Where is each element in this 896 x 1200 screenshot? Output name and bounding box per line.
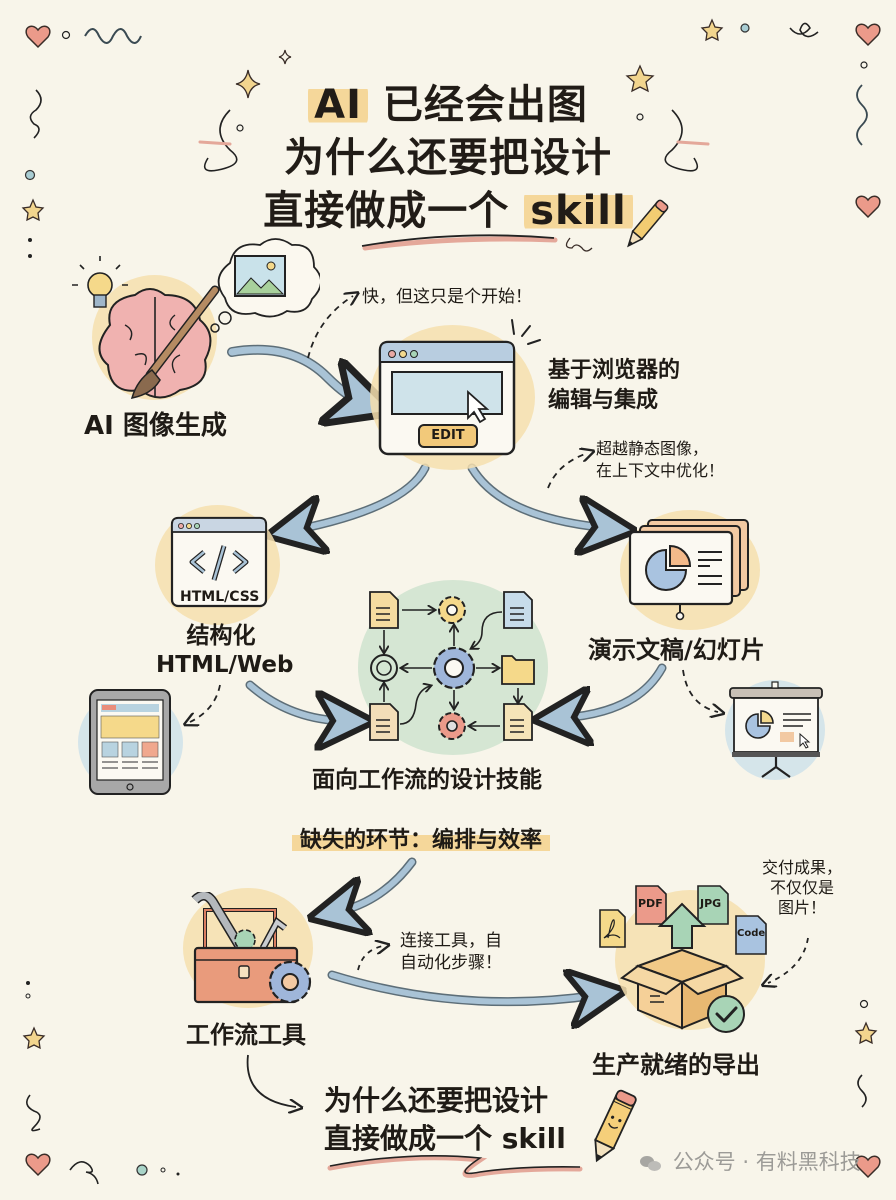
star-icon [21,198,45,222]
workflow-network-icon [369,591,535,741]
footer-question: 为什么还要把设计 直接做成一个 skill [324,1082,566,1158]
html-css-badge: HTML/CSS [180,589,260,605]
note-fast: 快，但这只是个开始！ [362,287,532,307]
heart-icon [25,25,51,49]
note-deliver: 交付成果， 不仅仅是 图片！ [762,858,842,918]
note-deliver-line1: 交付成果， [762,858,843,877]
edit-button[interactable]: EDIT [418,424,478,448]
slide-deck-icon [628,519,749,621]
note-beyond-line1: 超越静态图像， [596,439,709,458]
note-deliver-line3: 图片！ [778,898,827,917]
pencil-icon [627,199,669,248]
star-icon [700,18,724,42]
node-html-label: 结构化 HTML/Web [156,622,294,680]
missing-link-heading: 缺失的环节：编排与效率 [292,822,551,854]
heart-icon [855,23,881,47]
footer-question-line1: 为什么还要把设计 [324,1084,549,1117]
node-browser-label-line2: 编辑与集成 [548,388,659,413]
star-icon [22,1026,46,1050]
heart-icon [855,1155,881,1179]
lightbulb-icon [72,256,128,308]
node-slides-label: 演示文稿/幻灯片 [588,636,765,664]
code-window-icon [170,516,268,608]
heart-icon [855,195,881,219]
title-highlight-ai: AI [308,82,368,128]
brain-paintbrush-icon [72,256,220,399]
watermark-text: 公众号 · 有料黑科技 [672,1150,861,1174]
title-line-3-text: 直接做成一个 [263,188,510,234]
note-connect-line1: 连接工具，自 [400,931,502,951]
note-connect-line2: 自动化步骤！ [400,953,502,973]
note-deliver-line2: 不仅仅是 [770,878,835,897]
file-badge-pdf: PDF [638,897,663,910]
node-browser-label-line1: 基于浏览器的 [548,358,681,383]
tablet-icon [89,689,171,795]
wechat-icon [640,1154,662,1172]
footer-question-line2: 直接做成一个 skill [324,1122,566,1155]
node-html-label-line1: 结构化 [186,623,256,649]
star-icon [625,64,655,93]
watermark: 公众号 · 有料黑科技 [640,1146,861,1176]
node-browser-label: 基于浏览器的 编辑与集成 [548,356,680,416]
export-box-icon [599,885,767,1033]
star-icon [854,1021,878,1045]
node-workflow-skill-label: 面向工作流的设计技能 [312,767,542,793]
title-highlight-skill: skill [524,188,633,234]
node-export-label: 生产就绪的导出 [592,1051,760,1079]
title-line-1: AI 已经会出图 [0,72,896,130]
toolbox-icon [191,892,312,1004]
title-line-3: 直接做成一个 skill [0,178,896,236]
node-ai-image-label: AI 图像生成 [84,411,227,441]
note-connect: 连接工具，自 自动化步骤！ [400,930,502,974]
note-beyond-line2: 在上下文中优化！ [596,461,725,480]
node-tools-label: 工作流工具 [186,1021,306,1049]
browser-window-icon [378,340,516,456]
file-badge-jpg: JPG [700,897,722,910]
title-line-2: 为什么还要把设计 [284,135,612,181]
sparkle-icon [235,69,261,99]
image-thought-cloud-icon [210,238,320,333]
file-badge-code: Code [737,928,766,939]
smiling-pencil-icon [594,1089,637,1163]
cursor-icon [467,389,490,424]
title-line-1-text: 已经会出图 [382,82,588,128]
node-html-label-line2: HTML/Web [156,652,294,678]
note-beyond: 超越静态图像， 在上下文中优化！ [596,438,724,482]
projector-screen-icon [729,681,823,778]
heart-icon [25,1153,51,1177]
